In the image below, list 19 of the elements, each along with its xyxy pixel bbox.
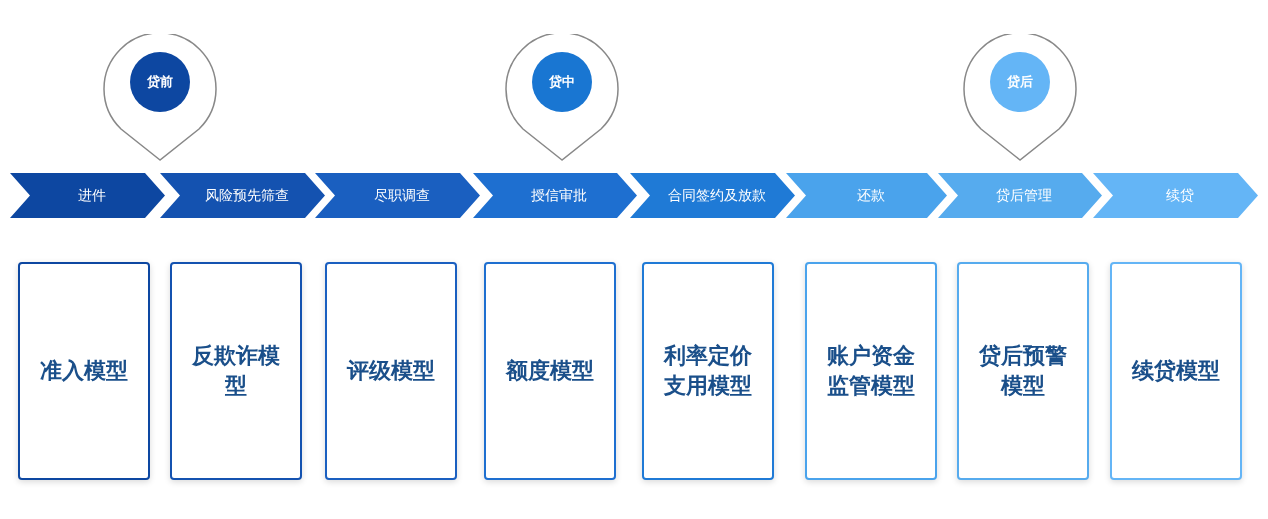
model-card: 评级模型 [325, 262, 457, 480]
chevron-step: 贷后管理 [938, 173, 1102, 218]
model-card: 反欺诈模型 [170, 262, 302, 480]
chevron-step: 授信审批 [473, 173, 637, 218]
model-card: 贷后预警模型 [957, 262, 1089, 480]
model-card: 额度模型 [484, 262, 616, 480]
map-pin: 贷中 [504, 34, 620, 162]
model-card: 准入模型 [18, 262, 150, 480]
model-card: 续贷模型 [1110, 262, 1242, 480]
chevron-step: 合同签约及放款 [630, 173, 795, 218]
chevron-step: 风险预先筛查 [160, 173, 325, 218]
model-card: 账户资金监管模型 [805, 262, 937, 480]
model-card: 利率定价支用模型 [642, 262, 774, 480]
map-pin: 贷后 [962, 34, 1078, 162]
chevron-step: 续贷 [1093, 173, 1258, 218]
chevron-step: 进件 [10, 173, 165, 218]
map-pin: 贷前 [102, 34, 218, 162]
chevron-step: 还款 [786, 173, 947, 218]
chevron-step: 尽职调查 [315, 173, 480, 218]
